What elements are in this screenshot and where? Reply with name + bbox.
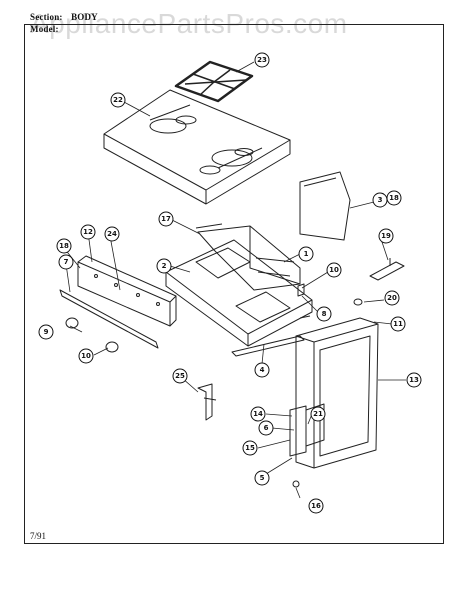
diagram-frame	[24, 24, 444, 544]
svg-text:4: 4	[260, 366, 265, 374]
model-label: Model:	[30, 24, 59, 34]
svg-text:24: 24	[107, 230, 117, 238]
callout-15: 15	[242, 440, 258, 456]
part-grate	[174, 60, 254, 103]
svg-text:17: 17	[161, 215, 171, 223]
callout-6: 6	[258, 420, 274, 436]
part-trim-strip	[59, 289, 159, 349]
svg-text:22: 22	[113, 96, 123, 104]
section-header: Section: BODY	[30, 12, 98, 22]
svg-text:1: 1	[304, 250, 309, 258]
svg-text:15: 15	[245, 444, 255, 452]
callout-18-left: 18	[56, 238, 72, 254]
svg-text:2: 2	[162, 262, 167, 270]
svg-text:12: 12	[83, 228, 93, 236]
callout-23: 23	[254, 52, 270, 68]
svg-text:10: 10	[329, 266, 339, 274]
callout-25: 25	[172, 368, 188, 384]
part-burner-box	[195, 223, 301, 291]
callout-13: 13	[406, 372, 422, 388]
callout-5: 5	[254, 470, 270, 486]
callout-10-left: 10	[78, 348, 94, 364]
callout-11: 11	[390, 316, 406, 332]
callout-14: 14	[250, 406, 266, 422]
callout-2: 2	[156, 258, 172, 274]
part-clip	[353, 298, 363, 306]
svg-text:18: 18	[389, 194, 399, 202]
svg-text:19: 19	[381, 232, 391, 240]
svg-text:21: 21	[313, 410, 323, 418]
part-door-hinge-assembly	[289, 403, 325, 457]
callout-4: 4	[254, 362, 270, 378]
callout-24: 24	[104, 226, 120, 242]
part-oven-bottom	[165, 239, 313, 347]
svg-text:11: 11	[393, 320, 403, 328]
svg-text:14: 14	[253, 410, 263, 418]
callout-12: 12	[80, 224, 96, 240]
callout-21: 21	[310, 406, 326, 422]
watermark: AppliancePartsPros.com	[30, 8, 348, 39]
callout-10-right: 10	[326, 262, 342, 278]
svg-text:3: 3	[378, 196, 383, 204]
leader-lines	[63, 61, 406, 499]
svg-text:20: 20	[387, 294, 397, 302]
callout-7: 7	[58, 254, 74, 270]
part-manifold-panel	[77, 255, 177, 327]
svg-text:13: 13	[409, 376, 419, 384]
callout-3: 3	[372, 192, 388, 208]
svg-text:18: 18	[59, 242, 69, 250]
svg-text:6: 6	[264, 424, 269, 432]
svg-text:16: 16	[311, 502, 321, 510]
section-label: Section:	[30, 12, 63, 22]
svg-text:10: 10	[81, 352, 91, 360]
callout-9: 9	[38, 324, 54, 340]
callout-8: 8	[316, 306, 332, 322]
part-knob-cap	[105, 341, 119, 353]
callout-19: 19	[378, 228, 394, 244]
svg-text:9: 9	[44, 328, 49, 336]
part-bracket-right	[369, 258, 405, 281]
callout-20: 20	[384, 290, 400, 306]
part-screw	[292, 480, 300, 488]
callouts: 23 22 3 18 17 1 2 10 19 12 24 18 7 20 8 …	[38, 52, 422, 514]
model-header: Model:	[30, 24, 59, 34]
svg-text:5: 5	[260, 474, 265, 482]
part-cooktop	[103, 89, 291, 205]
section-value: BODY	[71, 12, 98, 22]
svg-text:8: 8	[322, 310, 327, 318]
callout-1: 1	[298, 246, 314, 262]
part-hinge	[197, 383, 217, 421]
footer-date: 7/91	[30, 531, 47, 541]
callout-22: 22	[110, 92, 126, 108]
part-rail	[231, 335, 305, 357]
callout-16: 16	[308, 498, 324, 514]
svg-text:23: 23	[257, 56, 267, 64]
svg-text:7: 7	[64, 258, 69, 266]
part-knob	[65, 317, 79, 329]
svg-text:25: 25	[175, 372, 185, 380]
part-side-panel	[299, 171, 351, 241]
part-fitting	[297, 283, 311, 319]
callout-17: 17	[158, 211, 174, 227]
callout-18-top: 18	[386, 190, 402, 206]
